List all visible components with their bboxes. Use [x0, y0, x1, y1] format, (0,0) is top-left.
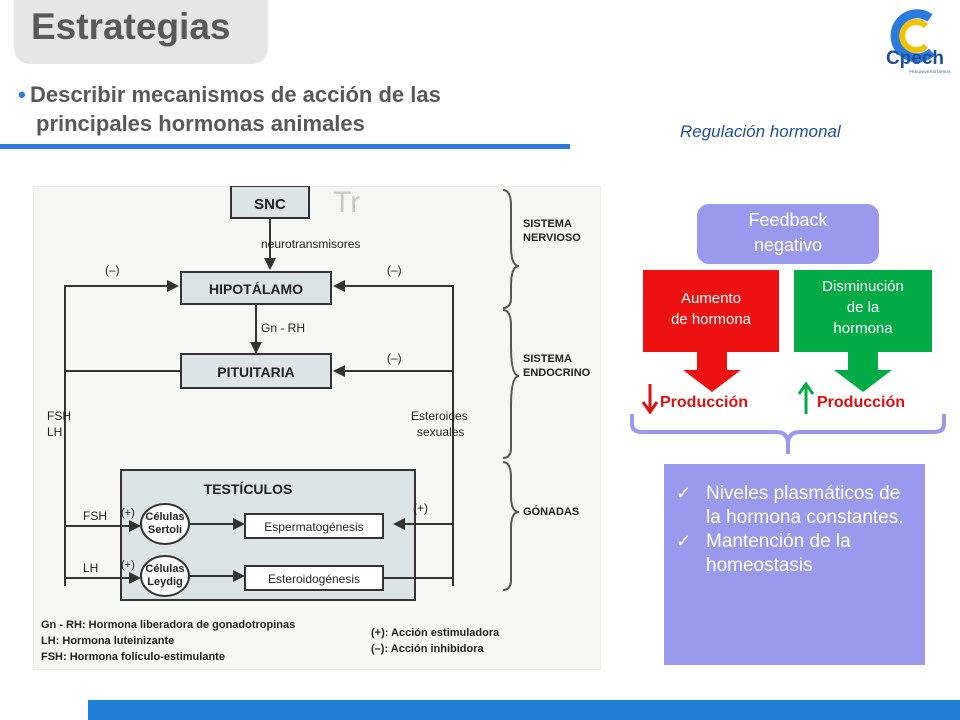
aumento-line-2: de hormona	[670, 311, 752, 328]
conclusion-text-2: Mantención de la homeostasis	[706, 531, 851, 576]
section-se-1: SISTEMA	[523, 353, 572, 365]
esteroidogenesis-label: Esteroidogénesis	[268, 572, 360, 586]
bottom-accent-bar	[88, 700, 960, 720]
section-sn-1: SISTEMA	[523, 218, 572, 230]
aumento-line-1: Aumento	[680, 290, 742, 307]
section-subtitle: Regulación hormonal	[680, 122, 841, 141]
legend-gnrh: Gn - RH: Hormona liberadora de gonadotro…	[41, 619, 295, 631]
disminucion-card: Disminución de la hormona	[794, 270, 932, 352]
objective-bullet: •Describir mecanismos de acción de las p…	[18, 80, 578, 138]
disminucion-line-1: Disminución	[822, 278, 904, 295]
pituitaria-box	[180, 353, 332, 389]
legend-stim: (+): Acción estimuladora	[371, 627, 500, 639]
snc-label: SNC	[254, 196, 286, 213]
hipotalamo-label: HIPOTÁLAMO	[209, 281, 303, 297]
feedback-negativo-box: Feedback negativo	[697, 204, 879, 264]
produccion-right: Producción	[817, 394, 906, 411]
espermatogenesis-label: Espermatogénesis	[264, 520, 363, 534]
lh-input-label: LH	[83, 561, 98, 575]
esteroides-line2: sexuales	[417, 425, 464, 439]
neurotransmisores-label: neurotransmisores	[261, 237, 360, 251]
neg-right-1: (–)	[387, 263, 402, 277]
testiculos-label: TESTÍCULOS	[204, 481, 293, 497]
fsh-input-label: FSH	[83, 509, 107, 523]
produccion-left: Producción	[660, 394, 749, 411]
snc-box	[230, 186, 310, 219]
disminucion-line-2: de la	[846, 299, 880, 316]
disminucion-line-3: hormona	[833, 320, 893, 337]
fsh-lh-line2: LH	[47, 425, 62, 439]
logo-subtext: PREUNIVERSITARIOS	[909, 69, 951, 74]
gnrh-label: Gn - RH	[261, 321, 305, 335]
section-sn-2: NERVIOSO	[523, 232, 581, 244]
section-gonadas: GÓNADAS	[523, 505, 579, 518]
pos-sertoli: (+)	[121, 507, 135, 519]
esteroidogenesis-box	[244, 565, 384, 591]
neg-right-2: (–)	[387, 351, 402, 365]
esteroides-line1: Esteroides	[411, 409, 468, 423]
legend-fsh: FSH: Hormona folículo-estimulante	[41, 651, 225, 663]
bullet-marker: •	[18, 82, 26, 107]
feedback-title-1: Feedback	[748, 210, 828, 230]
title-background	[14, 0, 268, 64]
pos-leydig: (+)	[121, 559, 135, 571]
bottom-brace	[630, 414, 946, 454]
feedback-title-2: negativo	[753, 235, 823, 255]
pos-right: (+)	[413, 501, 428, 515]
leydig-line1: Células	[145, 563, 184, 575]
conclusion-item: ✓ Niveles plasmáticos de la hormona const…	[676, 482, 915, 530]
section-se-2: ENDOCRINO	[523, 367, 591, 379]
conclusion-text-1: Niveles plasmáticos de la hormona consta…	[706, 483, 904, 528]
green-down-arrow	[834, 352, 892, 392]
fsh-lh-line1: FSH	[47, 409, 71, 423]
sertoli-line2: Sertoli	[148, 524, 182, 536]
aumento-card: Aumento de hormona	[643, 270, 779, 352]
pituitaria-label: PITUITARIA	[217, 364, 295, 380]
ghost-heading: Tr	[333, 186, 360, 219]
hormonal-regulation-diagram: Tr SISTEMA NERVIOSO SISTEMA ENDOCRINO GÓ…	[33, 186, 601, 670]
conclusions-box: ✓ Niveles plasmáticos de la hormona const…	[664, 464, 925, 665]
sertoli-line1: Células	[145, 511, 184, 523]
blue-divider	[0, 144, 570, 149]
cpech-logo: Cpech PREUNIVERSITARIOS	[886, 9, 951, 74]
objective-line-1: Describir mecanismos de acción de las	[30, 82, 441, 107]
espermatogenesis-box	[244, 513, 384, 539]
conclusion-item: ✓ Mantención de la homeostasis	[676, 530, 915, 578]
red-down-arrow	[683, 352, 741, 392]
neg-left: (–)	[105, 263, 120, 277]
legend-inhib: (–): Acción inhibidora	[371, 643, 485, 655]
logo-wordmark: Cpech	[886, 48, 944, 69]
objective-line-2: principales hormonas animales	[36, 111, 365, 136]
hipotalamo-box	[180, 271, 332, 305]
leydig-line2: Leydig	[147, 576, 182, 588]
check-icon: ✓	[676, 531, 692, 552]
check-icon: ✓	[676, 483, 692, 504]
legend-lh: LH: Hormona luteinizante	[41, 635, 174, 647]
slide-title: Estrategias	[31, 6, 231, 47]
